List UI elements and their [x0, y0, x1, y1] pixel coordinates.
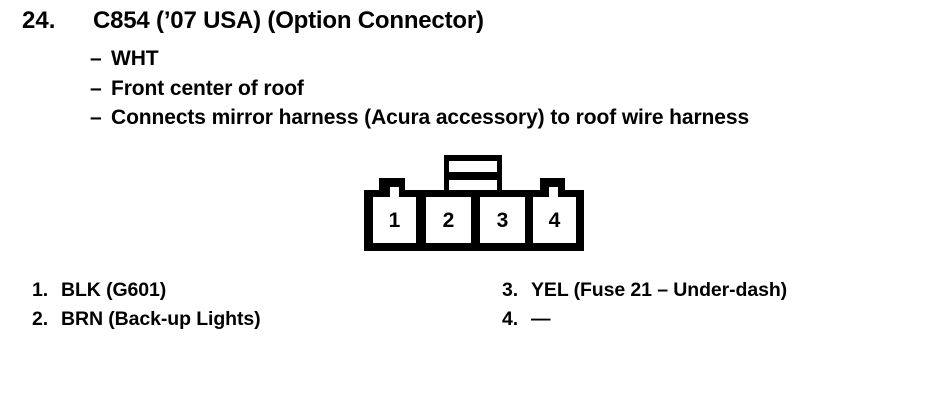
- tab-right-keyway: [549, 187, 558, 199]
- detail-line-color: – WHT: [90, 44, 749, 74]
- detail-text: Front center of roof: [111, 76, 304, 100]
- pin-list-item: 3. YEL (Fuse 21 – Under-dash): [502, 276, 787, 305]
- page-title: C854 (’07 USA) (Option Connector): [93, 7, 484, 34]
- pin-list-item: 2. BRN (Back-up Lights): [32, 305, 261, 334]
- pin-list-item: 1. BLK (G601): [32, 276, 261, 305]
- detail-text: WHT: [111, 47, 159, 70]
- latch-slot-lower: [449, 180, 497, 190]
- connector-cutouts: [373, 161, 576, 243]
- pin-numbers: 1 2 3 4: [389, 209, 561, 232]
- dash-bullet: –: [90, 76, 102, 100]
- pin-list-left: 1. BLK (G601) 2. BRN (Back-up Lights): [32, 276, 261, 334]
- connector-details: – WHT – Front center of roof – Connects …: [90, 44, 749, 133]
- item-number: 24.: [22, 7, 56, 34]
- pin-list-number: 4.: [502, 308, 519, 330]
- pin-number-2: 2: [443, 209, 455, 232]
- pin-list-number: 1.: [32, 279, 49, 301]
- detail-line-location: – Front center of roof: [90, 74, 749, 104]
- connector-tab-right: [540, 178, 565, 192]
- detail-line-function: – Connects mirror harness (Acura accesso…: [90, 103, 749, 133]
- pin-list-desc: BLK (G601): [61, 279, 167, 301]
- tab-left-keyway: [390, 187, 399, 199]
- pin-list-desc: —: [531, 308, 551, 330]
- pin-list-item: 4. —: [502, 305, 787, 334]
- pin-list-desc: BRN (Back-up Lights): [61, 308, 261, 330]
- pin-cavity-4: [533, 197, 576, 243]
- dash-bullet: –: [90, 106, 102, 129]
- connector-diagram: 1 2 3 4: [352, 147, 597, 257]
- pin-list-desc: YEL (Fuse 21 – Under-dash): [531, 279, 788, 301]
- pin-cavity-2: [426, 197, 471, 243]
- pin-number-4: 4: [549, 209, 561, 232]
- pin-cavity-1: [373, 197, 416, 243]
- latch-slot-upper: [449, 161, 497, 172]
- detail-text: Connects mirror harness (Acura accessory…: [111, 106, 750, 129]
- pin-cavity-3: [480, 197, 525, 243]
- pin-number-3: 3: [497, 209, 509, 232]
- pin-list-number: 2.: [32, 308, 49, 330]
- pin-list-number: 3.: [502, 279, 519, 301]
- pin-number-1: 1: [389, 209, 401, 232]
- pin-list-right: 3. YEL (Fuse 21 – Under-dash) 4. —: [502, 276, 787, 334]
- dash-bullet: –: [90, 47, 102, 70]
